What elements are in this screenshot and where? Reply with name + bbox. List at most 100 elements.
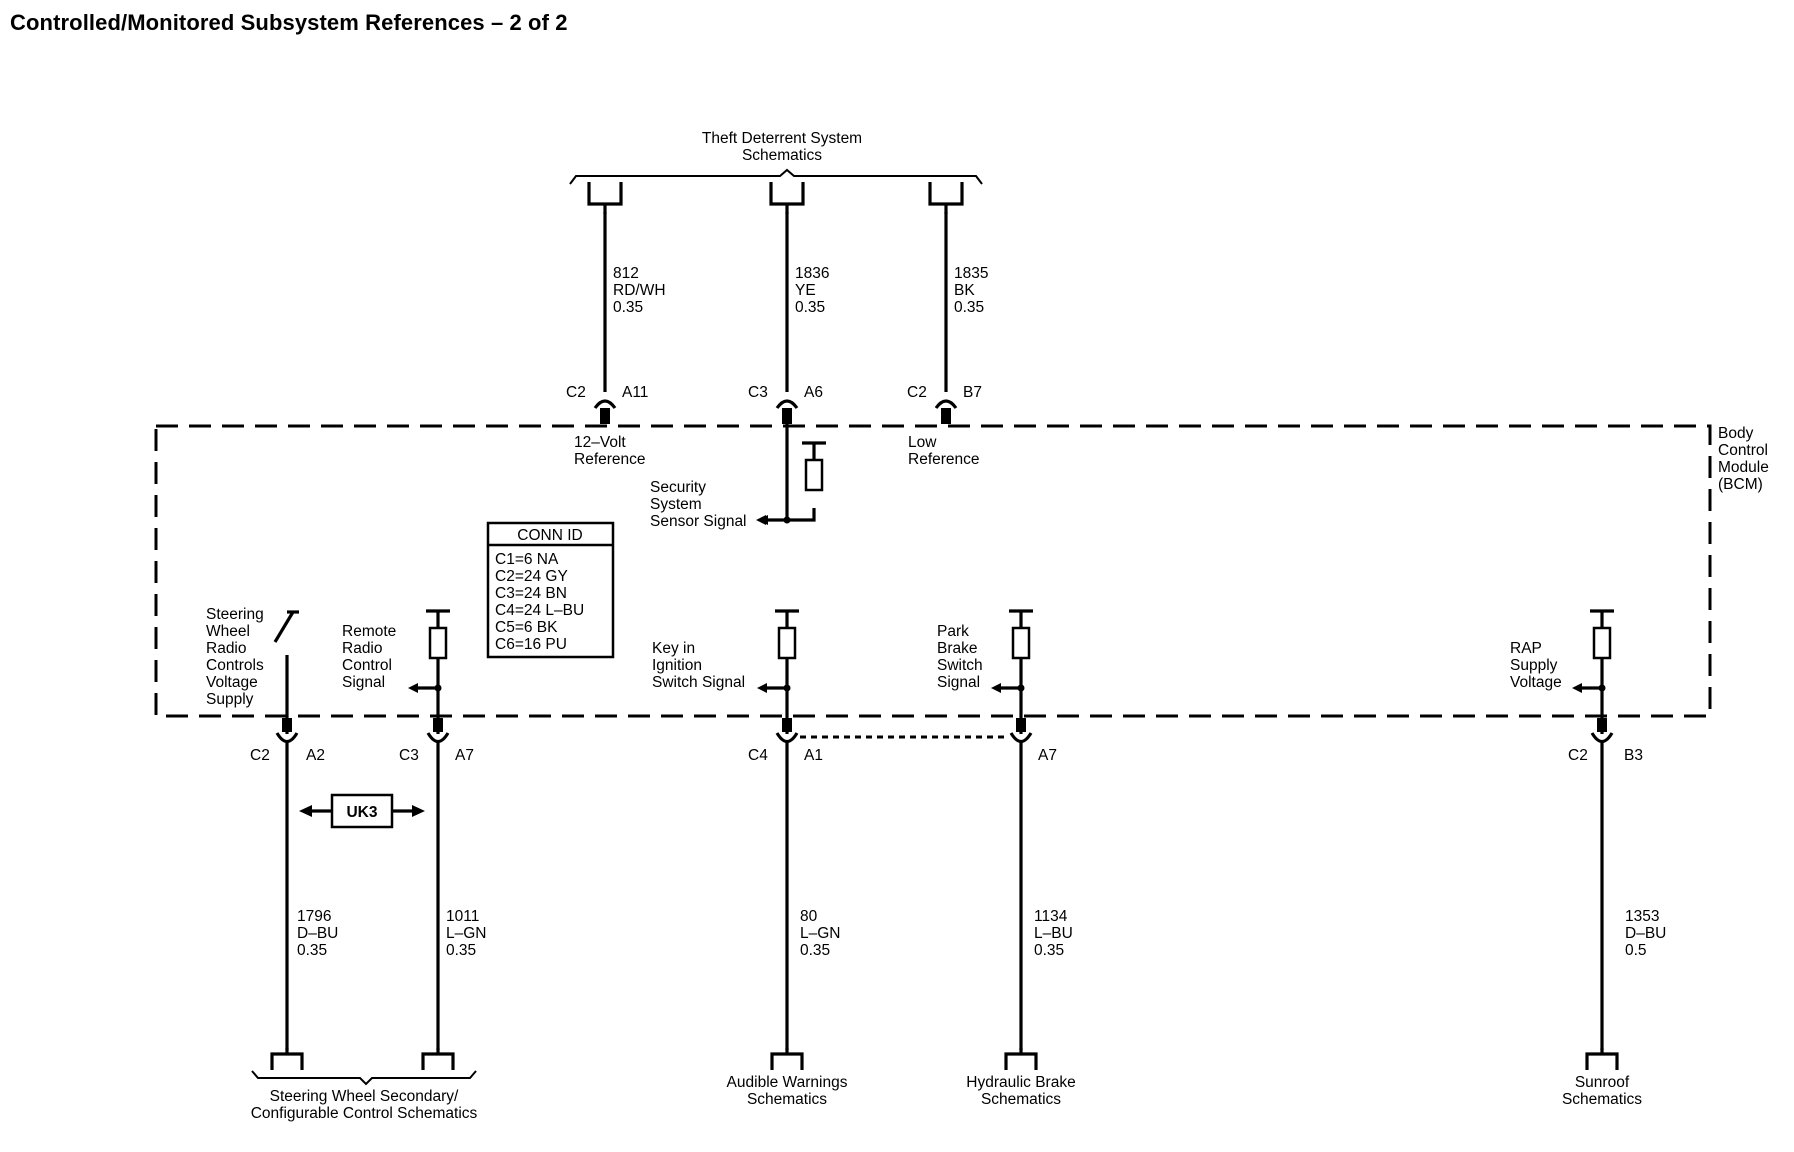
svg-text:0.35: 0.35 <box>613 299 643 316</box>
wire-label-1836: 1836 YE 0.35 <box>795 265 829 316</box>
svg-text:Switch Signal: Switch Signal <box>652 674 745 691</box>
svg-text:C2: C2 <box>1568 747 1588 764</box>
svg-text:RAP: RAP <box>1510 640 1542 657</box>
svg-text:80: 80 <box>800 908 818 925</box>
connector-c3-a7: C3 A7 <box>399 718 474 764</box>
svg-text:Controls: Controls <box>206 657 264 674</box>
conn-id-row: C6=16 PU <box>495 636 567 653</box>
label-rap-supply-voltage: RAP Supply Voltage <box>1510 640 1562 691</box>
svg-text:D–BU: D–BU <box>297 925 338 942</box>
bcm-module-label: Body Control Module (BCM) <box>1718 425 1769 493</box>
svg-text:1796: 1796 <box>297 908 331 925</box>
label-key-in-ignition-switch-signal: Key in Ignition Switch Signal <box>652 640 745 691</box>
svg-text:1836: 1836 <box>795 265 829 282</box>
svg-text:1011: 1011 <box>446 908 479 925</box>
connector-c3-a6: C3 A6 <box>748 384 823 424</box>
wire-label-1011: 1011 L–GN 0.35 <box>446 908 487 959</box>
svg-text:L–GN: L–GN <box>800 925 841 942</box>
bottom-connector-symbol-80 <box>770 1048 804 1070</box>
label-remote-radio-control-signal: Remote Radio Control Signal <box>342 623 396 691</box>
theft-deterrent-title-line2: Schematics <box>742 147 822 164</box>
connector-c2-a2: C2 A2 <box>250 718 325 764</box>
svg-text:Wheel: Wheel <box>206 623 250 640</box>
svg-text:0.35: 0.35 <box>795 299 825 316</box>
steering-wheel-schematics-bracket <box>251 1070 477 1086</box>
svg-text:C2: C2 <box>566 384 586 401</box>
bottom-connector-symbol-1011 <box>421 1048 455 1070</box>
svg-text:L–GN: L–GN <box>446 925 487 942</box>
svg-text:0.35: 0.35 <box>800 942 830 959</box>
svg-text:System: System <box>650 496 702 513</box>
connector-c2-b7: C2 B7 <box>907 384 982 424</box>
theft-deterrent-bracket <box>569 168 983 185</box>
theft-deterrent-title-line1: Theft Deterrent System <box>702 130 862 147</box>
wire-label-1134: 1134 L–BU 0.35 <box>1034 908 1073 959</box>
svg-text:Schematics: Schematics <box>981 1091 1061 1108</box>
svg-text:Remote: Remote <box>342 623 396 640</box>
bcm-module-boundary <box>154 424 1712 718</box>
key-in-ignition-circuit <box>757 609 799 734</box>
svg-text:A1: A1 <box>804 747 823 764</box>
svg-text:Sensor Signal: Sensor Signal <box>650 513 747 530</box>
svg-text:Signal: Signal <box>937 674 980 691</box>
sunroof-schematics-label: Sunroof Schematics <box>1562 1074 1642 1108</box>
conn-id-row: C5=6 BK <box>495 619 558 636</box>
conn-id-row: C1=6 NA <box>495 551 559 568</box>
bottom-connector-symbol-1134 <box>1004 1048 1038 1070</box>
svg-text:Radio: Radio <box>206 640 247 657</box>
svg-text:Voltage: Voltage <box>206 674 258 691</box>
svg-text:Audible Warnings: Audible Warnings <box>727 1074 848 1091</box>
svg-text:0.35: 0.35 <box>1034 942 1064 959</box>
page-title: Controlled/Monitored Subsystem Reference… <box>10 10 568 35</box>
label-steering-wheel-radio-controls: Steering Wheel Radio Controls Voltage Su… <box>206 606 264 708</box>
svg-text:0.35: 0.35 <box>954 299 984 316</box>
audible-warnings-schematics-label: Audible Warnings Schematics <box>727 1074 848 1108</box>
svg-text:B7: B7 <box>963 384 982 401</box>
svg-text:Radio: Radio <box>342 640 383 657</box>
svg-text:RD/WH: RD/WH <box>613 282 666 299</box>
svg-text:Reference: Reference <box>908 451 980 468</box>
svg-text:Steering Wheel Secondary/: Steering Wheel Secondary/ <box>270 1088 459 1105</box>
svg-text:B3: B3 <box>1624 747 1643 764</box>
svg-text:0.35: 0.35 <box>446 942 476 959</box>
connector-a7-park-brake: A7 <box>1009 718 1057 764</box>
svg-text:1134: 1134 <box>1034 908 1068 925</box>
svg-text:Module: Module <box>1718 459 1769 476</box>
security-sensor-circuit <box>756 424 826 525</box>
conn-id-row: C3=24 BN <box>495 585 567 602</box>
svg-text:BK: BK <box>954 282 975 299</box>
uk3-label: UK3 <box>346 804 377 821</box>
svg-text:L–BU: L–BU <box>1034 925 1073 942</box>
bottom-connector-symbol-1796 <box>270 1048 304 1070</box>
svg-text:Schematics: Schematics <box>747 1091 827 1108</box>
svg-text:Reference: Reference <box>574 451 646 468</box>
svg-text:Supply: Supply <box>1510 657 1558 674</box>
svg-text:(BCM): (BCM) <box>1718 476 1763 493</box>
svg-text:Sunroof: Sunroof <box>1575 1074 1630 1091</box>
remote-radio-control-circuit <box>408 609 450 734</box>
connector-c4-a1: C4 A1 <box>748 718 823 764</box>
label-park-brake-switch-signal: Park Brake Switch Signal <box>937 623 983 691</box>
svg-text:Control: Control <box>342 657 392 674</box>
label-low-reference: Low Reference <box>908 434 980 468</box>
wire-label-812: 812 RD/WH 0.35 <box>613 265 666 316</box>
wire-label-1835: 1835 BK 0.35 <box>954 265 988 316</box>
svg-text:Signal: Signal <box>342 674 385 691</box>
top-connector-symbol-3 <box>928 182 964 214</box>
svg-text:C3: C3 <box>399 747 419 764</box>
hydraulic-brake-schematics-label: Hydraulic Brake Schematics <box>966 1074 1075 1108</box>
label-security-system-sensor-signal: Security System Sensor Signal <box>650 479 747 530</box>
svg-text:Park: Park <box>937 623 969 640</box>
svg-text:Hydraulic Brake: Hydraulic Brake <box>966 1074 1075 1091</box>
steering-wheel-secondary-schematics-label: Steering Wheel Secondary/ Configurable C… <box>251 1088 478 1122</box>
svg-text:A7: A7 <box>455 747 474 764</box>
wire-label-1796: 1796 D–BU 0.35 <box>297 908 338 959</box>
svg-text:C2: C2 <box>907 384 927 401</box>
connector-c2-a11: C2 A11 <box>566 384 648 424</box>
svg-text:Configurable Control Schematic: Configurable Control Schematics <box>251 1105 478 1122</box>
svg-text:Supply: Supply <box>206 691 254 708</box>
svg-text:Ignition: Ignition <box>652 657 702 674</box>
svg-text:C2: C2 <box>250 747 270 764</box>
svg-text:0.5: 0.5 <box>1625 942 1647 959</box>
